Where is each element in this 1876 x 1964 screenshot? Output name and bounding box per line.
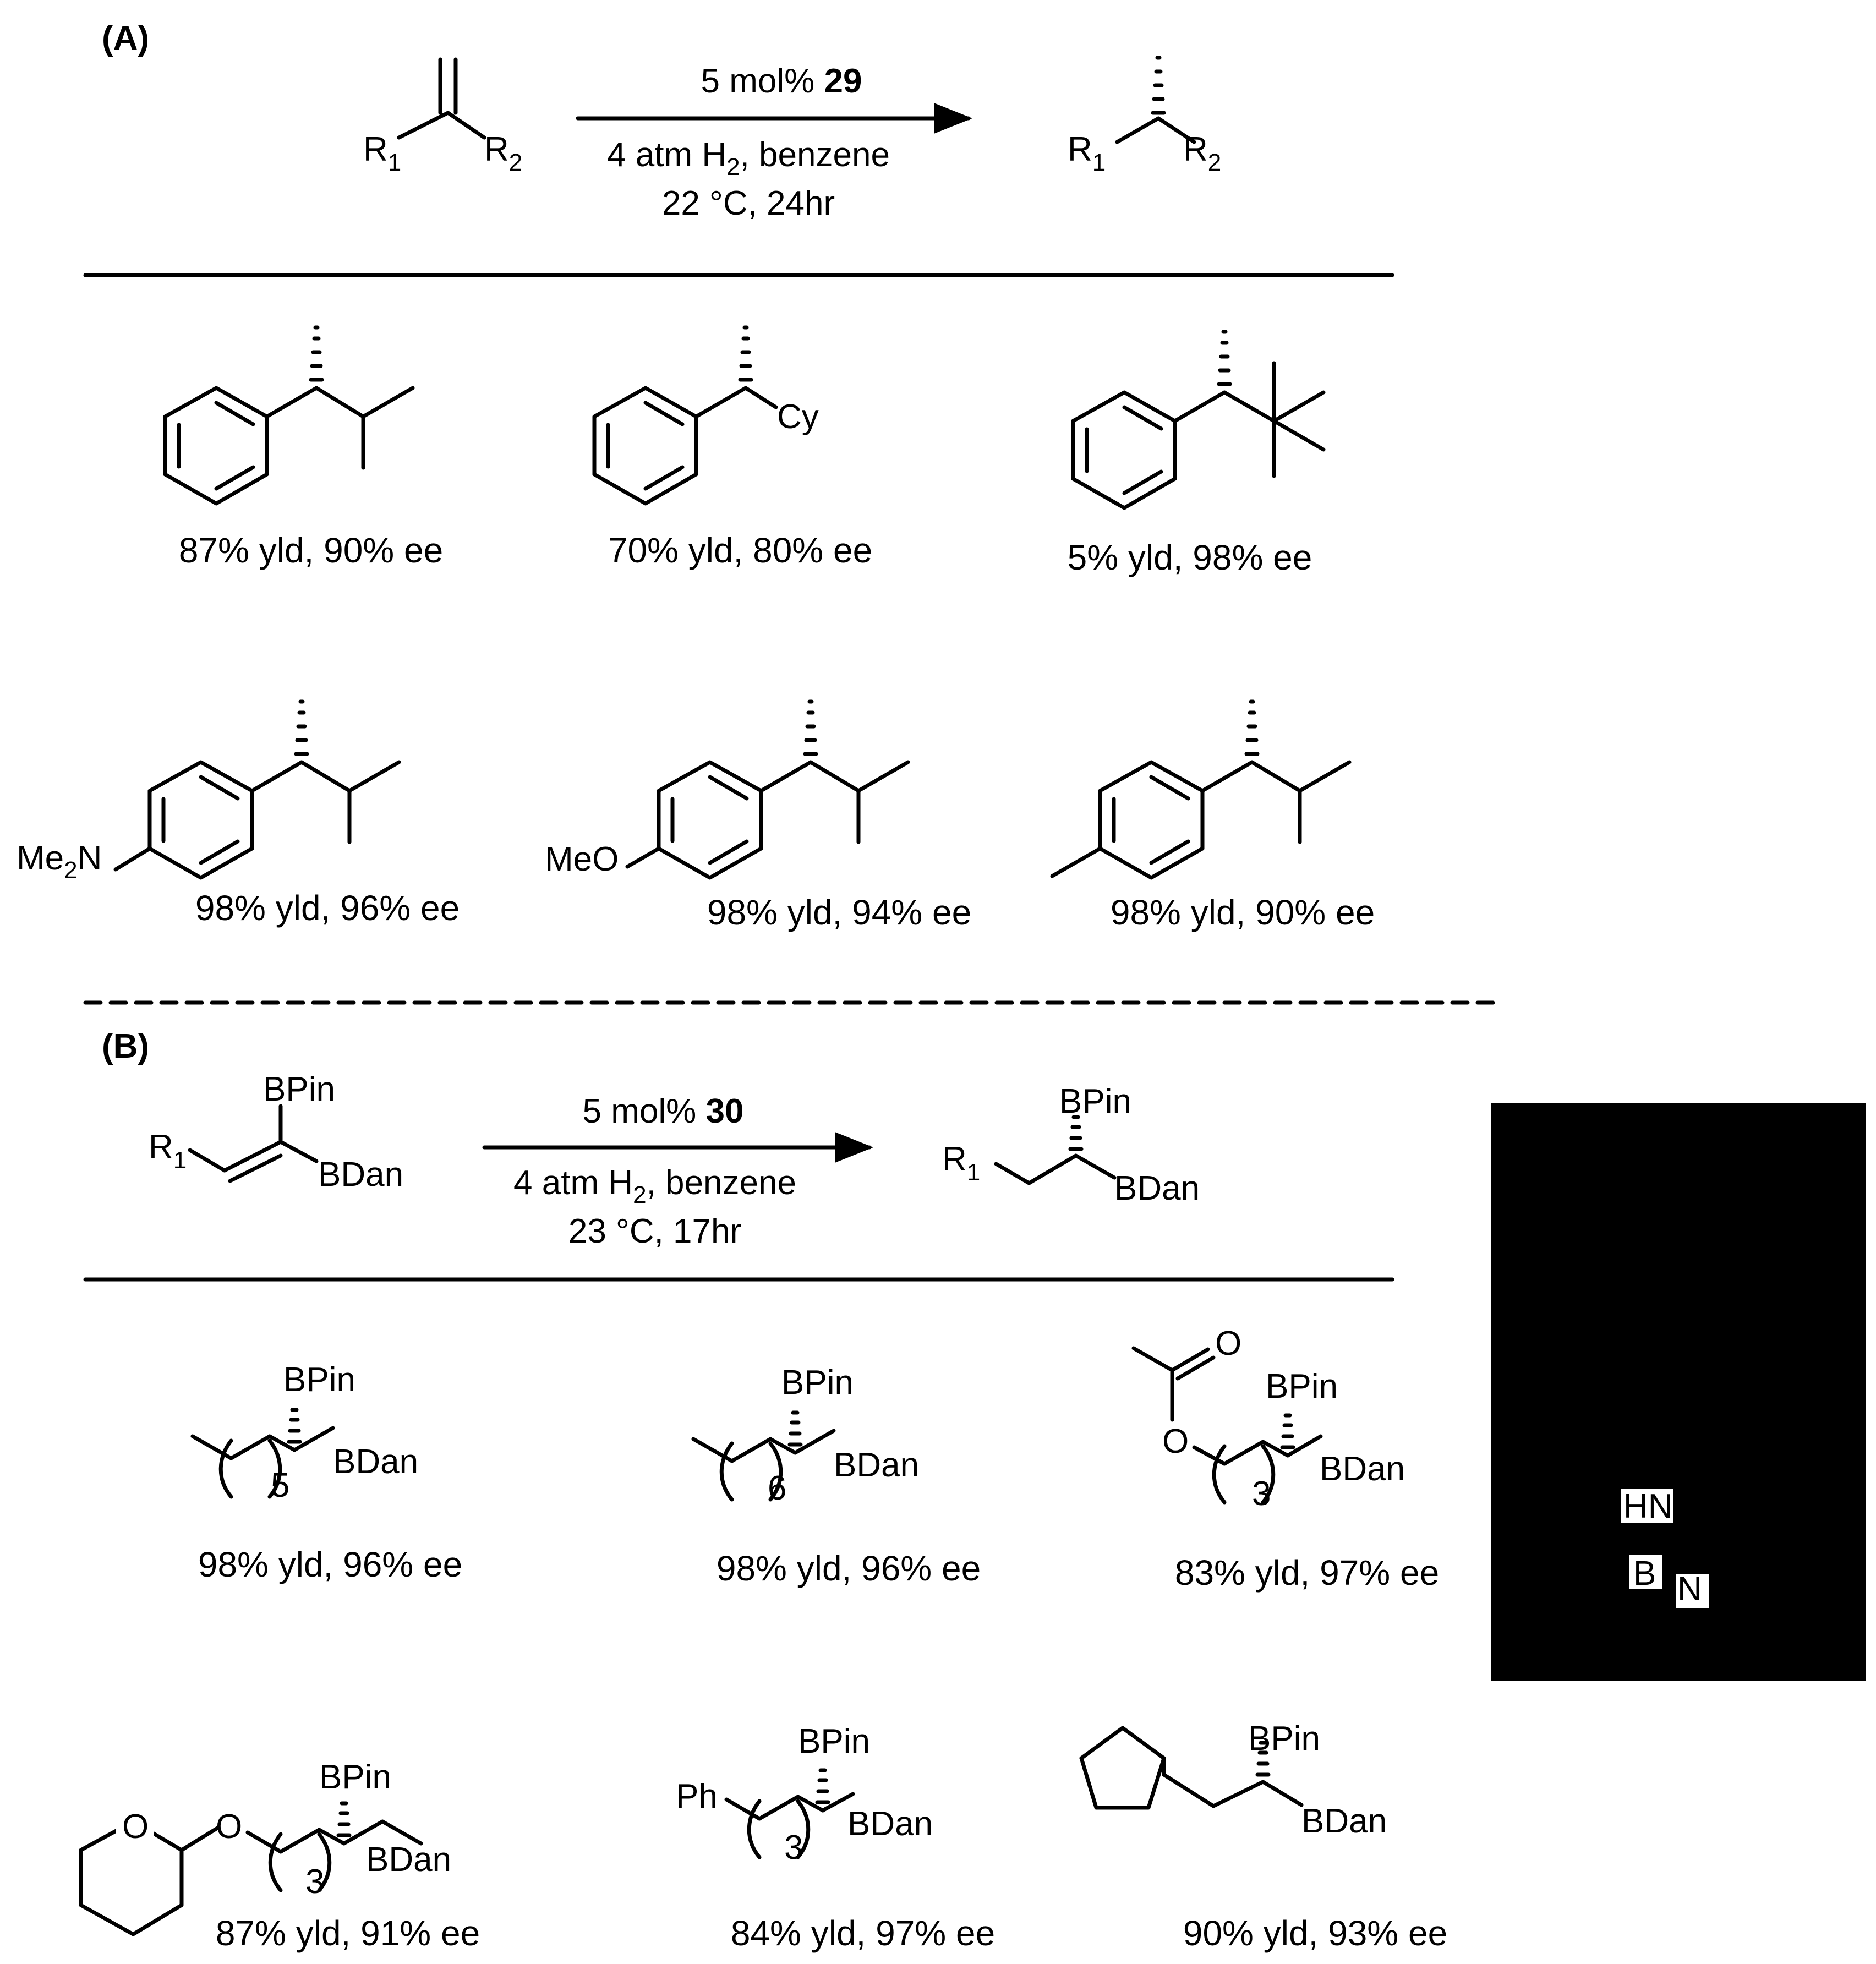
svg-text:98% yld, 96% ee: 98% yld, 96% ee: [195, 888, 460, 928]
svg-text:BDan: BDan: [333, 1443, 418, 1481]
svg-text:BPin: BPin: [263, 1070, 335, 1108]
svg-text:R1: R1: [1068, 130, 1106, 176]
svg-text:22 °C, 24hr: 22 °C, 24hr: [662, 184, 835, 222]
svg-text:BPin: BPin: [798, 1722, 870, 1760]
svg-text:98% yld, 96% ee: 98% yld, 96% ee: [717, 1549, 981, 1588]
svg-text:84% yld, 97% ee: 84% yld, 97% ee: [731, 1913, 995, 1953]
result-a6: 98% yld, 90% ee: [1050, 699, 1375, 932]
svg-text:-BPin: -BPin: [1639, 1310, 1729, 1348]
svg-text:5 mol% 29: 5 mol% 29: [701, 62, 862, 100]
svg-text:BPin: BPin: [781, 1364, 854, 1402]
svg-text:BDan: BDan: [366, 1841, 451, 1879]
svg-text:BDan: BDan: [1320, 1450, 1405, 1488]
svg-text:6: 6: [768, 1469, 786, 1507]
section-a-label: (A): [102, 19, 149, 57]
section-b-product: R1 BPin BDan: [942, 1082, 1200, 1207]
svg-text:Me2N: Me2N: [17, 839, 102, 884]
svg-text:4 atm H2, benzene: 4 atm H2, benzene: [607, 136, 890, 180]
svg-text:HN: HN: [1623, 1487, 1673, 1525]
svg-text:BPin: BPin: [1248, 1720, 1320, 1758]
svg-text:3: 3: [1252, 1475, 1271, 1513]
svg-text:87% yld, 91% ee: 87% yld, 91% ee: [216, 1913, 480, 1953]
svg-text:R1: R1: [363, 130, 401, 176]
svg-text:70% yld, 80% ee: 70% yld, 80% ee: [608, 530, 872, 570]
svg-text:B: B: [1633, 1555, 1656, 1593]
svg-text:4 atm H2, benzene: 4 atm H2, benzene: [513, 1164, 796, 1208]
result-b6: BPin BDan 90% yld, 93% ee: [1079, 1720, 1447, 1953]
svg-text:BPin: BPin: [283, 1361, 355, 1399]
svg-text:BDan: BDan: [834, 1446, 919, 1484]
section-a-reactant: R1 R2: [363, 57, 522, 176]
svg-text:3: 3: [305, 1863, 324, 1901]
result-a5: MeO 98% yld, 94% ee: [545, 699, 971, 932]
svg-text:O: O: [1162, 1423, 1189, 1460]
svg-text:3: 3: [784, 1829, 803, 1867]
svg-text:R2: R2: [1183, 130, 1221, 176]
svg-text:BDan: BDan: [1114, 1169, 1200, 1207]
svg-text:5% yld, 98% ee: 5% yld, 98% ee: [1068, 538, 1312, 577]
svg-text:R1: R1: [942, 1140, 980, 1186]
svg-text:H: H: [1669, 1607, 1693, 1645]
svg-text:R1: R1: [149, 1128, 187, 1174]
svg-text:5 mol% 30: 5 mol% 30: [583, 1092, 744, 1130]
svg-text:BDan: BDan: [318, 1156, 403, 1194]
result-b3: O O BPin BDan 3 83% yld, 97% ee: [1131, 1325, 1439, 1593]
svg-text:O: O: [1215, 1325, 1241, 1363]
svg-text:BDan: BDan: [847, 1805, 933, 1843]
svg-text:MeO: MeO: [545, 840, 619, 878]
result-b1: BPin BDan 5 98% yld, 96% ee: [190, 1361, 462, 1584]
result-a1: 87% yld, 90% ee: [163, 325, 443, 570]
result-a2: Cy 70% yld, 80% ee: [592, 325, 872, 570]
svg-text:O: O: [216, 1808, 242, 1846]
svg-text:N: N: [1677, 1570, 1702, 1608]
svg-text:BPin: BPin: [319, 1758, 391, 1796]
section-b-label: (B): [102, 1027, 149, 1065]
svg-text:90% yld, 93% ee: 90% yld, 93% ee: [1183, 1913, 1447, 1953]
svg-text:87% yld, 90% ee: 87% yld, 90% ee: [179, 530, 443, 570]
svg-text:Ph: Ph: [676, 1777, 718, 1815]
result-b4: O O BPin BDan 3 87% yld, 91% ee: [79, 1758, 480, 1953]
bdan-structure: HN B N H -BDan: [1572, 1398, 1847, 1645]
svg-text:O: O: [122, 1808, 149, 1846]
section-a-product: R1 R2: [1068, 56, 1221, 176]
result-a4: Me2N 98% yld, 96% ee: [17, 699, 460, 928]
result-a3: 5% yld, 98% ee: [1068, 330, 1326, 577]
svg-text:B: B: [1620, 1234, 1642, 1272]
svg-text:R2: R2: [484, 130, 522, 176]
svg-text:-BDan: -BDan: [1700, 1607, 1801, 1645]
svg-text:98% yld, 90% ee: 98% yld, 90% ee: [1111, 893, 1375, 932]
result-b2: BPin BDan 6 98% yld, 96% ee: [691, 1364, 981, 1588]
svg-text:BPin: BPin: [1059, 1082, 1131, 1120]
bpin-structure: O O B -BPin: [1562, 1129, 1744, 1348]
section-a-conditions: 5 mol% 29 4 atm H2, benzene 22 °C, 24hr: [576, 62, 972, 222]
svg-text:Cy: Cy: [777, 398, 819, 436]
svg-text:O: O: [1685, 1242, 1711, 1280]
svg-text:98% yld, 96% ee: 98% yld, 96% ee: [198, 1545, 462, 1584]
svg-text:83% yld, 97% ee: 83% yld, 97% ee: [1175, 1553, 1439, 1593]
svg-text:98% yld, 94% ee: 98% yld, 94% ee: [707, 893, 971, 932]
result-b5: Ph BPin BDan 3 84% yld, 97% ee: [676, 1722, 995, 1953]
svg-text:O: O: [1622, 1180, 1649, 1218]
section-b-conditions: 5 mol% 30 4 atm H2, benzene 23 °C, 17hr: [482, 1092, 873, 1250]
svg-text:BDan: BDan: [1301, 1802, 1387, 1840]
svg-text:BPin: BPin: [1266, 1367, 1338, 1405]
svg-text:5: 5: [271, 1467, 289, 1505]
svg-text:23 °C, 17hr: 23 °C, 17hr: [568, 1212, 741, 1250]
section-b-reactant: R1 BPin BDan: [149, 1070, 403, 1194]
